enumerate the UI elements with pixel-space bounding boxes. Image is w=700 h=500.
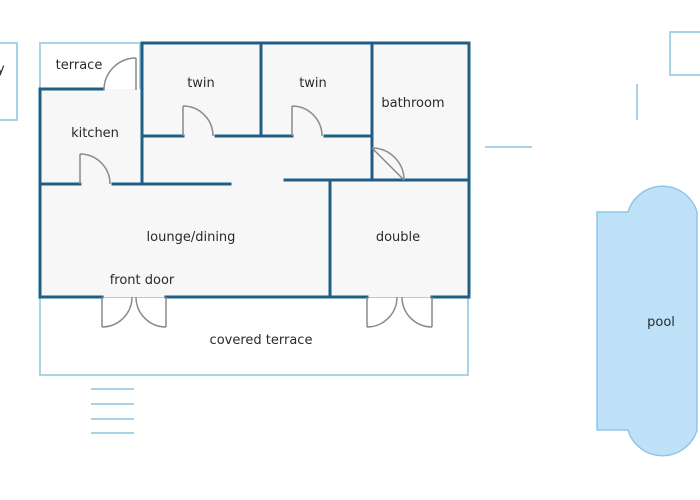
label-left-cut: y: [0, 62, 5, 77]
bathroom-door: [371, 147, 405, 181]
steps: [91, 388, 134, 434]
twin-door-1: [182, 105, 214, 137]
label-lounge: lounge/dining: [147, 230, 236, 245]
right-fragment-box: [669, 31, 700, 76]
front-door-left: [101, 296, 133, 328]
terrace-door: [103, 57, 137, 91]
label-front-door: front door: [110, 273, 175, 288]
label-terrace: terrace: [56, 58, 103, 73]
label-double: double: [376, 230, 420, 245]
pool-shape: [596, 185, 698, 457]
label-bathroom: bathroom: [381, 96, 444, 111]
double-door-right: [401, 296, 433, 328]
label-covered-terrace: covered terrace: [210, 333, 313, 348]
label-twin-1: twin: [187, 76, 215, 91]
front-door-right: [135, 296, 167, 328]
label-twin-2: twin: [299, 76, 327, 91]
walls: [38, 41, 471, 299]
label-kitchen: kitchen: [71, 126, 119, 141]
twin-door-2: [291, 105, 323, 137]
left-fragment: [0, 42, 18, 121]
kitchen-door: [79, 153, 111, 185]
floor-fill: [40, 43, 469, 297]
label-pool: pool: [647, 315, 675, 330]
double-door-left: [366, 296, 398, 328]
doors: [79, 57, 433, 328]
